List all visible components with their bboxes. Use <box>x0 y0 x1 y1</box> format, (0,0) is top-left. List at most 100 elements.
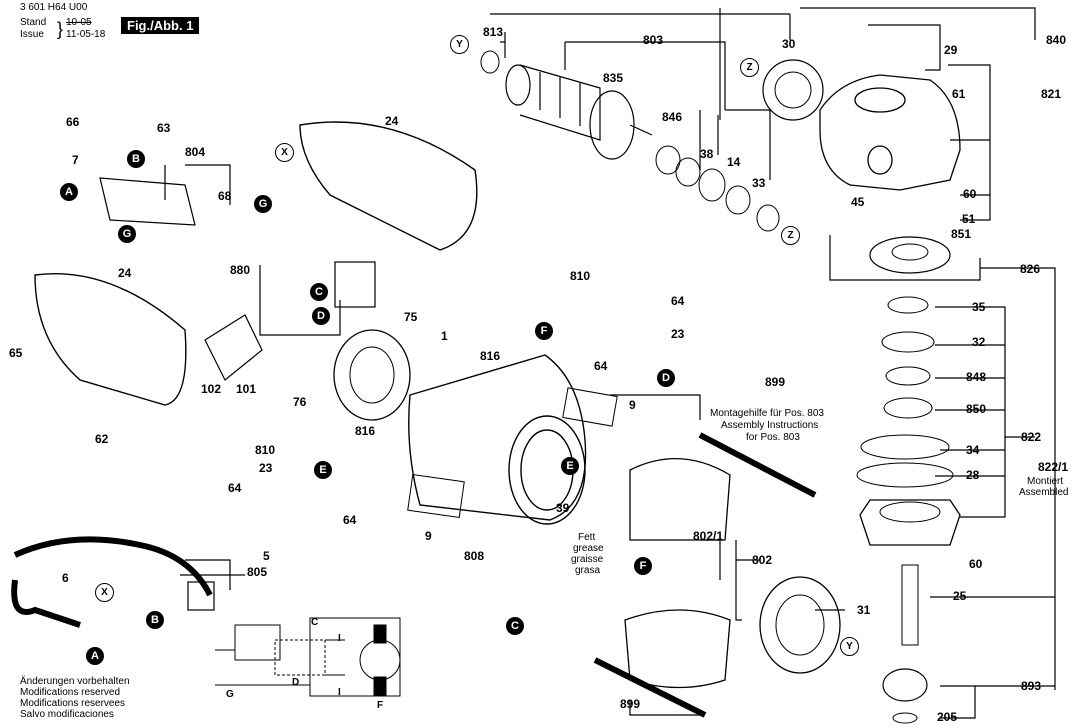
switch-804 <box>99 177 196 226</box>
callout-822: 822 <box>1021 430 1042 444</box>
callout-851: 851 <box>951 227 972 241</box>
marker-x-bottom: X <box>95 583 114 602</box>
marker-g-left: G <box>118 225 136 243</box>
ring-846 <box>655 145 681 175</box>
part-34 <box>860 434 950 460</box>
stand-value: 10-05 <box>66 17 92 28</box>
brace: } <box>57 19 64 39</box>
washer-205 <box>892 712 918 724</box>
callout-51: 51 <box>962 212 976 226</box>
callout-60-top: 60 <box>963 187 977 201</box>
callout-816-bottom: 816 <box>355 424 376 438</box>
stand-label: Stand <box>20 17 47 28</box>
callout-1: 1 <box>441 329 448 343</box>
issue-date: 11-05-18 <box>66 29 106 40</box>
callout-64-bottom: 64 <box>343 513 357 527</box>
figure-label: Fig./Abb. 1 <box>121 17 200 34</box>
part-32 <box>881 331 935 353</box>
callout-32: 32 <box>972 335 986 349</box>
lever-101 <box>204 314 263 381</box>
marker-d-bottom: D <box>657 369 675 387</box>
callout-76: 76 <box>293 395 307 409</box>
callout-802: 802 <box>752 553 773 567</box>
assembled-note-1: Montiert <box>1027 476 1064 487</box>
footer-notice: Änderungen vorbehalten Modifications res… <box>20 676 130 720</box>
callout-848: 848 <box>966 370 987 384</box>
marker-b-top: B <box>127 150 145 168</box>
callout-7: 7 <box>72 153 79 167</box>
circuit-diagram <box>215 617 401 697</box>
footer-line-2: Modifications reserved <box>20 687 121 698</box>
callout-66: 66 <box>66 115 80 129</box>
marker-e-left: E <box>314 461 332 479</box>
marker-y-top: Y <box>450 35 469 54</box>
callout-826: 826 <box>1020 262 1041 276</box>
callout-31: 31 <box>857 603 871 617</box>
label-9-top <box>562 387 618 427</box>
cover-31 <box>759 576 841 674</box>
bearing-33 <box>725 185 751 215</box>
marker-b-bottom: B <box>146 611 164 629</box>
assembly-tool-899-top <box>698 432 817 498</box>
nut-893 <box>882 668 928 702</box>
part-28 <box>856 462 954 488</box>
bearing-flange <box>859 499 961 546</box>
callout-816-top: 816 <box>480 349 501 363</box>
seal-33 <box>756 204 780 232</box>
callout-205: 205 <box>937 710 958 724</box>
callout-880: 880 <box>230 263 251 277</box>
leader-lines <box>164 7 1056 719</box>
bearing-850 <box>883 397 933 419</box>
motor-housing <box>408 354 587 525</box>
grease-note-4: grasa <box>575 565 601 576</box>
callout-24-top: 24 <box>385 114 399 128</box>
handle-half-24-left <box>34 272 187 406</box>
callout-29: 29 <box>944 43 958 57</box>
grease-note-3: graisse <box>571 554 604 565</box>
callout-60-bottom: 60 <box>969 557 983 571</box>
marker-c-bottom: C <box>506 617 524 635</box>
field-coil <box>624 457 731 689</box>
callout-822-1: 822/1 <box>1038 460 1069 474</box>
plug <box>187 581 215 611</box>
callout-23-top: 23 <box>671 327 685 341</box>
callout-808: 808 <box>464 549 485 563</box>
assembly-note-line-3: for Pos. 803 <box>746 432 800 443</box>
callout-23-bottom: 23 <box>259 461 273 475</box>
marker-e-right: E <box>561 457 579 475</box>
fan-30 <box>762 59 824 121</box>
marker-g-top: G <box>254 195 272 213</box>
callout-810-bottom: 810 <box>255 443 276 457</box>
callout-24-left: 24 <box>118 266 132 280</box>
bearing-14 <box>698 168 726 202</box>
callout-835: 835 <box>603 71 624 85</box>
callout-101: 101 <box>236 382 257 396</box>
callout-850: 850 <box>966 402 987 416</box>
circuit-label-i-top: I <box>338 633 341 644</box>
issue-label: Issue <box>20 29 44 40</box>
callout-9-top: 9 <box>629 398 636 412</box>
footer-line-3: Modifications reservees <box>20 698 126 709</box>
washer-38 <box>675 157 701 187</box>
assembly-note-line-2: Assembly Instructions <box>721 420 819 431</box>
assembled-note-2: Assembled <box>1019 487 1069 498</box>
callout-45: 45 <box>851 195 865 209</box>
callout-28: 28 <box>966 468 980 482</box>
assembly-tool-899-bottom <box>593 657 707 718</box>
callout-899-bottom: 899 <box>620 697 641 711</box>
callout-75: 75 <box>404 310 418 324</box>
callout-61: 61 <box>952 87 966 101</box>
circuit-label-g: G <box>226 689 234 700</box>
callout-813: 813 <box>483 25 504 39</box>
callout-846: 846 <box>662 110 683 124</box>
power-cable-6 <box>11 579 81 628</box>
circuit-label-i-bottom: I <box>338 687 341 698</box>
circuit-label-f: F <box>377 700 384 711</box>
callout-34: 34 <box>966 443 980 457</box>
marker-x-top: X <box>275 143 294 162</box>
callout-802-1: 802/1 <box>693 529 724 543</box>
electronics-880 <box>334 261 376 308</box>
marker-f-top: F <box>535 322 553 340</box>
marker-a-bottom: A <box>86 647 104 665</box>
